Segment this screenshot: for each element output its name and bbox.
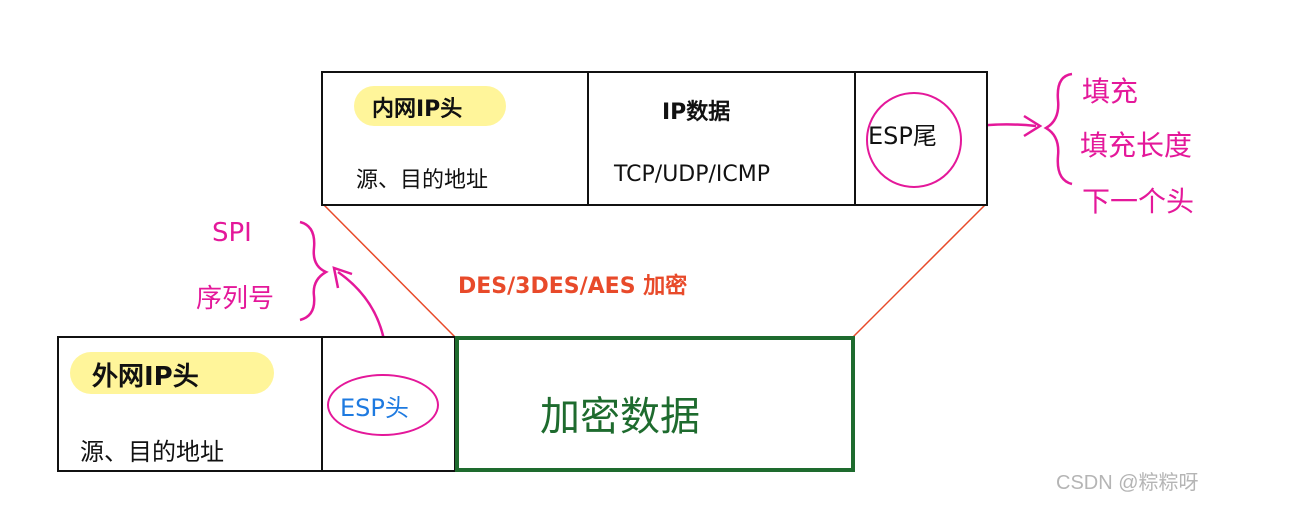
ip-data-sub: TCP/UDP/ICMP bbox=[614, 162, 771, 187]
header-brace bbox=[299, 220, 329, 322]
esp-trailer-label: ESP尾 bbox=[868, 122, 937, 150]
header-arrow-head bbox=[332, 266, 353, 289]
outer-ip-header-title: 外网IP头 bbox=[92, 362, 199, 392]
outer-ip-header-sub: 源、目的地址 bbox=[80, 438, 224, 466]
projection-line-right bbox=[852, 203, 987, 338]
watermark: CSDN @粽粽呀 bbox=[1056, 472, 1199, 494]
encrypted-data-label: 加密数据 bbox=[540, 394, 700, 440]
outer-ip-header-highlight bbox=[70, 352, 274, 394]
header-field-spi: SPI bbox=[212, 218, 252, 248]
trailer-field-padding: 填充 bbox=[1082, 75, 1139, 108]
ip-data-title: IP数据 bbox=[662, 100, 731, 125]
header-field-seq: 序列号 bbox=[196, 284, 275, 314]
esp-header-label: ESP头 bbox=[340, 394, 409, 422]
trailer-brace bbox=[1043, 72, 1073, 186]
esp-header-ellipse bbox=[327, 374, 439, 436]
esp-trailer-circle bbox=[866, 92, 962, 188]
encryption-label: DES/3DES/AES 加密 bbox=[458, 274, 688, 299]
inner-ip-header-sub: 源、目的地址 bbox=[356, 168, 489, 193]
encrypted-data-cell bbox=[455, 336, 855, 472]
projection-line-left bbox=[322, 203, 456, 338]
trailer-field-pad-length: 填充长度 bbox=[1080, 129, 1193, 162]
inner-ip-header-highlight bbox=[354, 86, 506, 126]
inner-ip-header-title: 内网IP头 bbox=[372, 97, 463, 122]
trailer-arrow-head bbox=[1023, 114, 1043, 138]
ip-data-cell bbox=[587, 71, 856, 206]
trailer-field-next-header: 下一个头 bbox=[1082, 185, 1195, 218]
